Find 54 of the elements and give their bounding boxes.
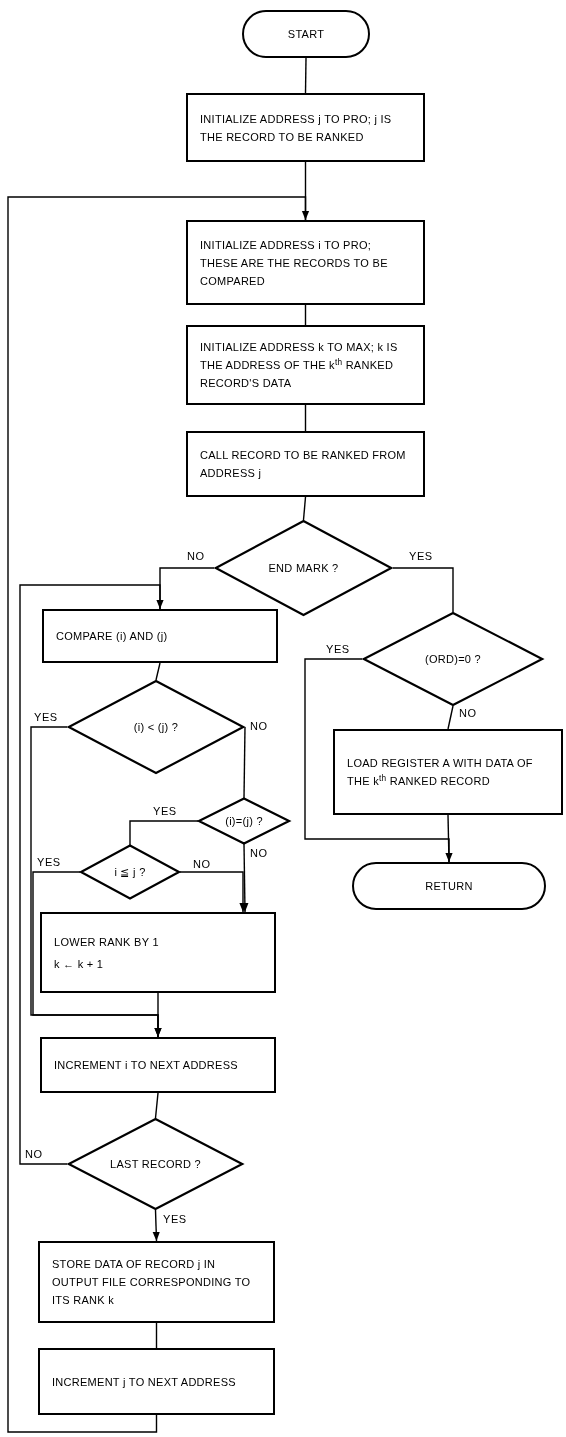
edge-label: YES	[408, 550, 434, 563]
node-text: COMPARE (i) AND (j)	[55, 629, 169, 644]
edge-label: NO	[192, 858, 212, 871]
edge-label: YES	[36, 856, 62, 869]
connector-arrow	[179, 871, 247, 913]
edge-label: NO	[249, 720, 269, 733]
process-box	[42, 609, 278, 663]
node-text: END MARK ?	[267, 561, 340, 576]
decision-diamond	[362, 612, 544, 706]
edge-label: NO	[458, 707, 478, 720]
decision-diamond	[80, 845, 180, 899]
process-box	[38, 1348, 275, 1415]
node-text: (i) < (j) ?	[132, 720, 180, 735]
node-text: INITIALIZE ADDRESS j TO PRO; j IS THE RECORD TO BE RANKED	[199, 111, 393, 145]
node-text: INCREMENT j TO NEXT ADDRESS	[51, 1374, 237, 1390]
start-terminal	[242, 10, 370, 58]
edge-label: NO	[249, 847, 269, 860]
process-box	[38, 1241, 275, 1323]
edge-label: YES	[325, 643, 351, 656]
node-text: k ← k + 1	[53, 956, 105, 972]
node-text: STORE DATA OF RECORD j IN OUTPUT FILE CORRESPONDING TO ITS RANK k	[51, 1257, 252, 1308]
node-text: (ORD)=0 ?	[424, 652, 482, 667]
process-box	[186, 93, 425, 162]
process-box	[186, 431, 425, 497]
node-text: RETURN	[425, 879, 473, 894]
return-terminal	[352, 862, 546, 910]
connector-arrow	[19, 584, 164, 1165]
node-text: (i)=(j) ?	[224, 814, 264, 829]
decision-diamond	[67, 1118, 244, 1210]
node-text: START	[287, 27, 325, 42]
process-box	[40, 912, 276, 993]
node-text: LOAD REGISTER A WITH DATA OF THE k$^{th}$ RANKED RECORD	[346, 756, 534, 789]
node-text: i ≦ j ?	[113, 865, 147, 880]
edge-label: NO	[24, 1148, 44, 1161]
connector-arrow	[7, 196, 310, 1433]
decision-diamond	[198, 798, 290, 844]
process-box	[186, 220, 425, 305]
connector-arrow	[152, 1209, 160, 1242]
node-text: LAST RECORD ?	[109, 1157, 202, 1172]
connector-arrow	[241, 843, 249, 913]
process-box	[40, 1037, 276, 1093]
node-text: CALL RECORD TO BE RANKED FROM ADDRESS j	[199, 448, 407, 481]
process-box	[186, 325, 425, 405]
process-box	[333, 729, 563, 815]
edge-label: NO	[186, 550, 206, 563]
edge-label: YES	[152, 805, 178, 818]
decision-diamond	[214, 520, 393, 616]
edge-label: YES	[33, 711, 59, 724]
decision-diamond	[67, 680, 245, 774]
node-text: INCREMENT i TO NEXT ADDRESS	[53, 1058, 239, 1073]
node-text: INITIALIZE ADDRESS i TO PRO; THESE ARE THE RECORDS TO BE COMPARED	[199, 237, 389, 289]
edge-label: YES	[162, 1213, 188, 1226]
node-text: INITIALIZE ADDRESS k TO MAX; k IS THE ADDRESS OF THE k$^{th}$ RANKED RECORD'S DATA	[199, 340, 399, 391]
node-text: LOWER RANK BY 1	[53, 934, 160, 950]
